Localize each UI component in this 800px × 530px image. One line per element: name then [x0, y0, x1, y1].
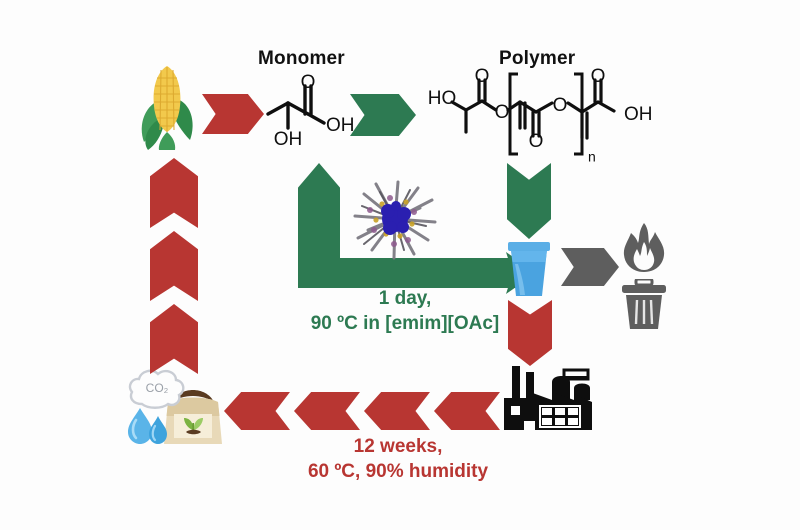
arrow-factory-to-compost-1 [434, 392, 500, 430]
svg-text:O: O [553, 95, 568, 116]
polymerization-caption-line2: 90 ºC in [emim][OAc] [310, 313, 500, 335]
svg-text:O: O [475, 66, 490, 87]
arrow-compost-to-corn-1 [150, 304, 198, 374]
arrow-cup-to-trash [561, 248, 619, 286]
polymerization-caption-line1: 1 day, [378, 288, 432, 309]
svg-text:O: O [495, 102, 510, 123]
monomer-structure: O OH OH [262, 70, 358, 152]
polymerization-caption: 1 day, 90 ºC in [emim][OAc] [290, 286, 520, 336]
arrow-factory-to-compost-4 [224, 392, 290, 430]
svg-text:n: n [588, 149, 596, 164]
degradation-caption-line1: 12 weeks, [353, 436, 443, 457]
svg-text:HO: HO [428, 88, 457, 109]
arrow-factory-to-compost-2 [364, 392, 430, 430]
trash-can-icon [618, 277, 670, 331]
degradation-caption: 12 weeks, 60 ºC, 90% humidity [283, 434, 513, 484]
svg-text:O: O [591, 66, 606, 87]
svg-text:O: O [529, 131, 544, 152]
arrow-factory-to-compost-3 [294, 392, 360, 430]
arrow-compost-to-corn-2 [150, 231, 198, 301]
drinking-cup-icon [504, 236, 554, 298]
svg-text:OH: OH [624, 104, 653, 125]
svg-text:OH: OH [274, 129, 303, 150]
arrow-catalysis-elbow-horizontal [298, 258, 516, 288]
arrow-compost-to-corn-3 [150, 158, 198, 228]
polymer-title: Polymer [499, 48, 576, 69]
arrow-catalysis-elbow-vertical [298, 163, 340, 275]
co2-label: CO₂ [146, 381, 169, 395]
svg-text:OH: OH [326, 115, 355, 136]
arrow-corn-to-monomer [202, 94, 264, 134]
co2-cloud-icon: CO₂ [126, 366, 188, 412]
corn-icon [130, 58, 202, 150]
monomer-title: Monomer [258, 48, 345, 69]
water-droplets-icon [124, 406, 172, 448]
factory-icon [500, 364, 596, 432]
arrow-polymer-to-cup [507, 163, 551, 239]
arrow-monomer-to-polymer [350, 94, 416, 136]
svg-text:O: O [301, 72, 316, 93]
degradation-caption-line2: 60 ºC, 90% humidity [307, 461, 489, 483]
fire-icon [620, 222, 668, 274]
arrow-cup-to-factory [508, 300, 552, 366]
polymer-structure: HO O O O O O OH n [424, 66, 662, 165]
nanoparticle-catalyst-icon [352, 178, 438, 260]
